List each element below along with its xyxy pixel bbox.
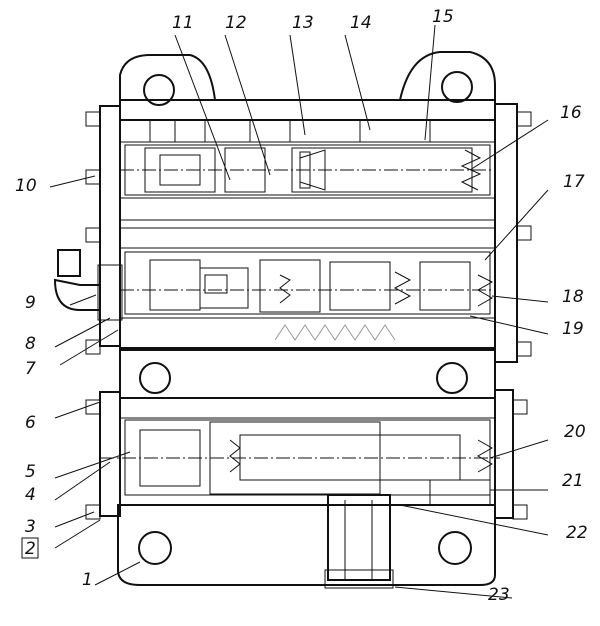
callout-5: 5 [25, 462, 36, 482]
callout-20: 20 [564, 422, 586, 442]
callout-6: 6 [25, 413, 36, 433]
callout-23: 23 [488, 585, 510, 605]
callout-1: 1 [82, 570, 93, 590]
callout-17: 17 [563, 172, 585, 192]
callout-8: 8 [25, 334, 36, 354]
right-end-cover-lower [494, 389, 528, 520]
callout-9: 9 [25, 293, 36, 313]
callout-21: 21 [562, 471, 584, 491]
callout-2-box [21, 537, 39, 559]
callout-3: 3 [25, 517, 36, 537]
lower-housing [100, 397, 500, 589]
callout-2: 2 [25, 539, 36, 559]
callout-10: 10 [15, 176, 37, 196]
callout-14: 14 [350, 13, 372, 33]
callout-15: 15 [432, 7, 454, 27]
callout-22: 22 [566, 523, 588, 543]
callout-4: 4 [25, 485, 36, 505]
left-end-cover-upper [85, 105, 121, 355]
upper-housing [119, 51, 496, 399]
callout-11: 11 [172, 13, 194, 33]
callout-18: 18 [562, 287, 584, 307]
callout-19: 19 [562, 319, 584, 339]
callout-7: 7 [25, 359, 36, 379]
left-end-cover-lower [85, 391, 121, 520]
right-end-cover-upper [494, 103, 532, 363]
callout-16: 16 [560, 103, 582, 123]
elbow-fitting [53, 249, 123, 321]
callout-12: 12 [225, 13, 247, 33]
callout-13: 13 [292, 13, 314, 33]
leader-lines [49, 24, 549, 599]
